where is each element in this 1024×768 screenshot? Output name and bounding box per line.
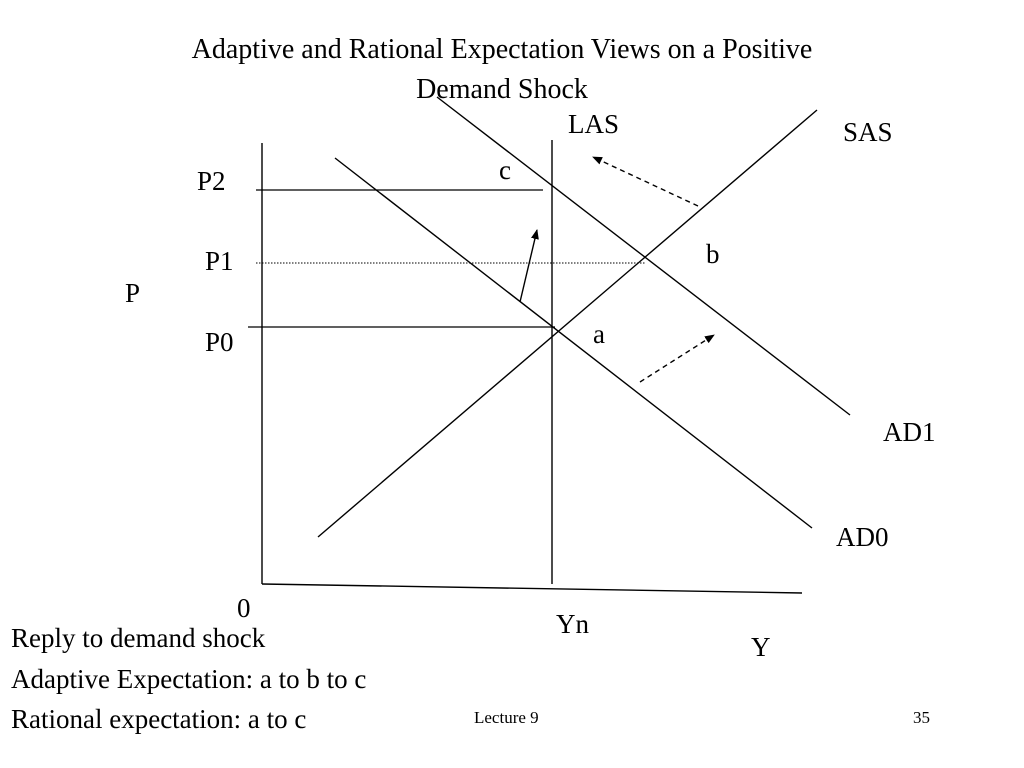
- point-b-label: b: [706, 239, 720, 269]
- p2-label: P2: [197, 166, 226, 196]
- ad0-curve: [334, 157, 813, 529]
- note-line-3: Rational expectation: a to c: [11, 704, 307, 734]
- note-line-1: Reply to demand shock: [11, 623, 266, 653]
- slide-title: Adaptive and Rational Expectation Views …: [0, 30, 1004, 110]
- x-axis: [261, 583, 803, 594]
- point-c-label: c: [499, 155, 511, 185]
- title-line-2: Demand Shock: [416, 74, 588, 105]
- arrow-ad-shift: [639, 334, 715, 383]
- origin-label: 0: [237, 593, 251, 623]
- p0-label: P0: [205, 327, 234, 357]
- ad1-label: AD1: [883, 417, 936, 447]
- point-a-label: a: [593, 319, 605, 349]
- footer-lecture: Lecture 9: [474, 708, 539, 727]
- las-label: LAS: [568, 109, 619, 139]
- title-line-1: Adaptive and Rational Expectation Views …: [191, 34, 813, 65]
- notes-list: Reply to demand shock Adaptive Expectati…: [11, 618, 366, 740]
- footer-page-number: 35: [913, 708, 930, 727]
- ad1-curve: [436, 96, 851, 416]
- yn-label: Yn: [556, 609, 589, 639]
- arrow-sas-shift: [592, 156, 699, 207]
- x-axis-label: Y: [751, 632, 771, 662]
- note-line-2: Adaptive Expectation: a to b to c: [11, 663, 367, 694]
- sas-curve: [317, 109, 818, 538]
- p1-label: P1: [205, 246, 234, 276]
- arrow-a-to-c: [519, 229, 539, 303]
- y-axis-label: P: [125, 278, 140, 308]
- ad0-label: AD0: [836, 522, 889, 552]
- sas-label: SAS: [843, 117, 893, 147]
